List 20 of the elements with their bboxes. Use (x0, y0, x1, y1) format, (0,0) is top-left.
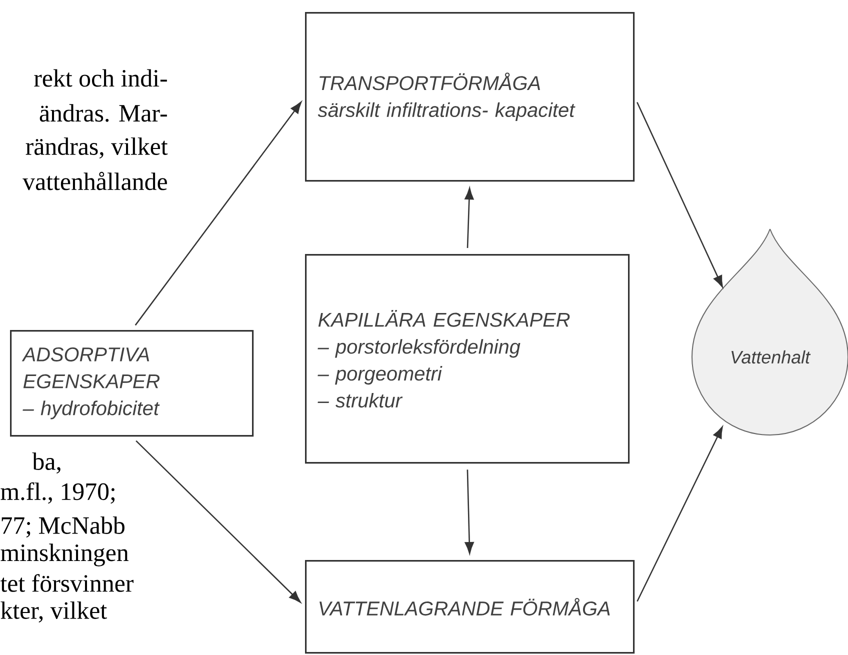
text-fragment: ändras. Mar- (40, 104, 167, 122)
text-fragment: m.fl., 1970; (0, 482, 115, 504)
arrow (134, 102, 302, 326)
process-box: ADSORPTIVA EGENSKAPER – hydrofobicitet (10, 330, 254, 437)
process-box: VATTENLAGRANDE FÖRMÅGA (305, 560, 635, 654)
text-fragment: minskningen (0, 544, 129, 566)
text-fragment: tet försvinner (0, 574, 134, 592)
text-fragment: kter, vilket (0, 601, 107, 623)
arrow (136, 440, 301, 603)
text-fragment: rekt och indi- (34, 69, 167, 87)
water-drop: Vattenhalt (692, 228, 848, 436)
process-box: TRANSPORTFÖRMÅGA särskilt infiltrations- kapacitet (305, 12, 635, 182)
text-fragment: rändras, vilket (26, 137, 168, 159)
arrow (464, 470, 474, 554)
process-box: KAPILLÄRA EGENSKAPER – porstorleksfördelning – porgeometri – struktur (305, 254, 630, 464)
text-fragment: 77; McNabb (2, 516, 124, 538)
arrow (636, 426, 723, 602)
arrow (464, 188, 474, 248)
arrow (636, 102, 723, 288)
text-fragment: vattenhållande (22, 172, 167, 190)
